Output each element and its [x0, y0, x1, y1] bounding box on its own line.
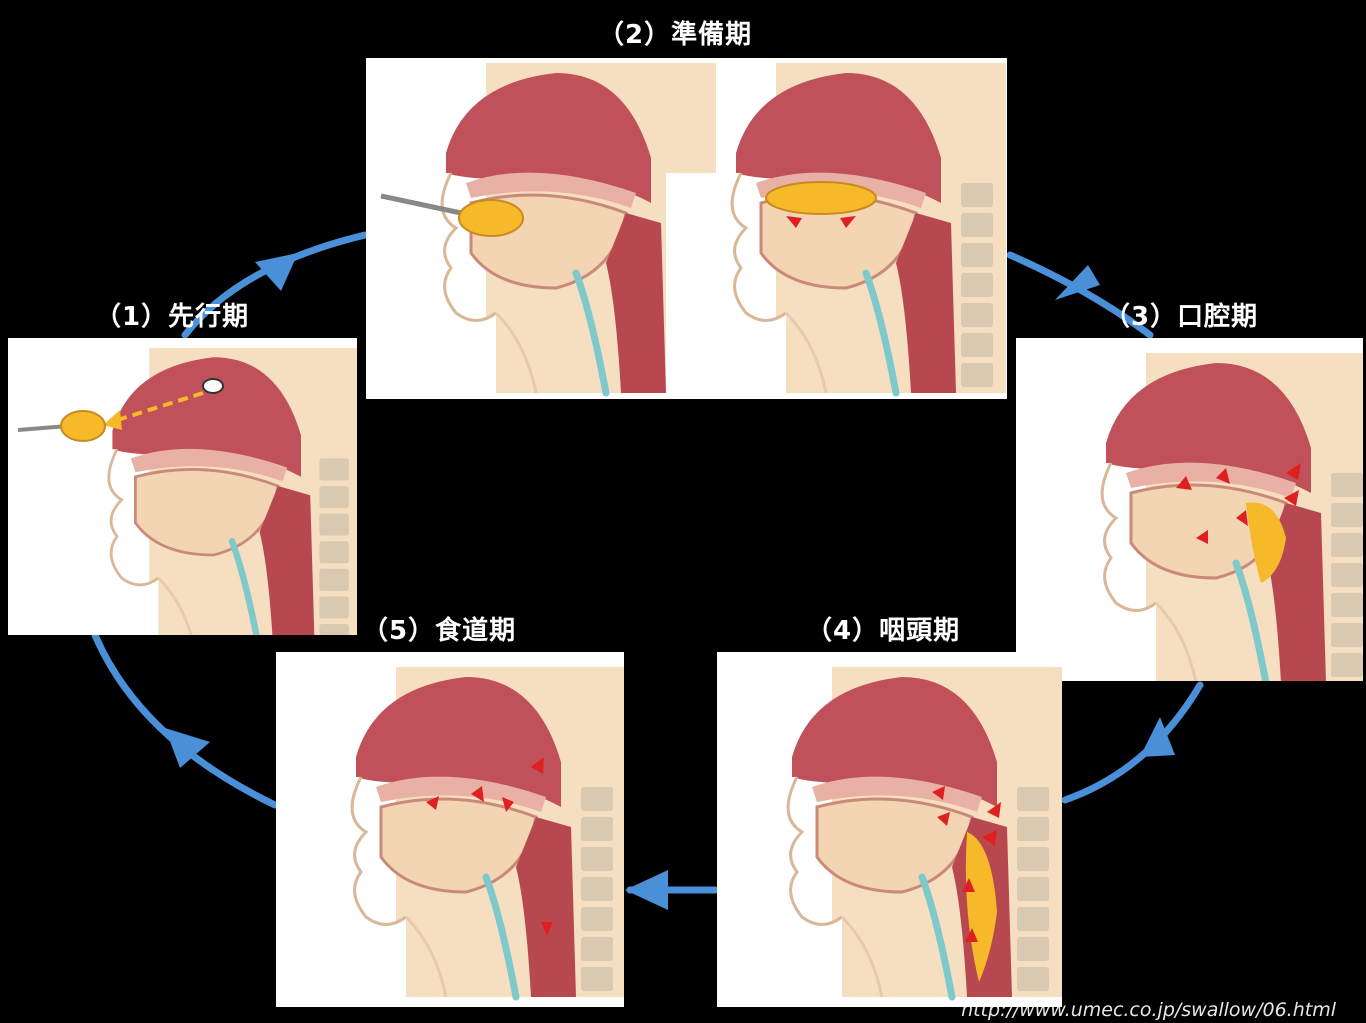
arrowhead-4-to-5 — [625, 870, 668, 910]
stage-label-2: （2）準備期 — [598, 14, 752, 51]
panel-stage-5 — [276, 652, 624, 1007]
food-bolus — [459, 200, 523, 236]
panel-stage-2 — [366, 58, 1007, 399]
arc-5-to-1 — [95, 635, 275, 805]
source-url: http://www.umec.co.jp/swallow/06.html — [961, 999, 1336, 1021]
stage-label-4: （4）咽頭期 — [806, 610, 960, 647]
stage-label-5: （5）食道期 — [362, 610, 516, 647]
arc-3-to-4 — [1065, 685, 1200, 800]
food-bolus — [61, 411, 105, 441]
panel-stage-4 — [717, 652, 1062, 1007]
stage-label-3: （3）口腔期 — [1104, 296, 1258, 333]
stage-label-1: （1）先行期 — [95, 296, 249, 333]
eye-icon — [203, 379, 223, 393]
food-bolus — [766, 182, 876, 214]
panel-stage-3 — [1016, 338, 1363, 681]
panel-stage-1 — [8, 338, 357, 635]
